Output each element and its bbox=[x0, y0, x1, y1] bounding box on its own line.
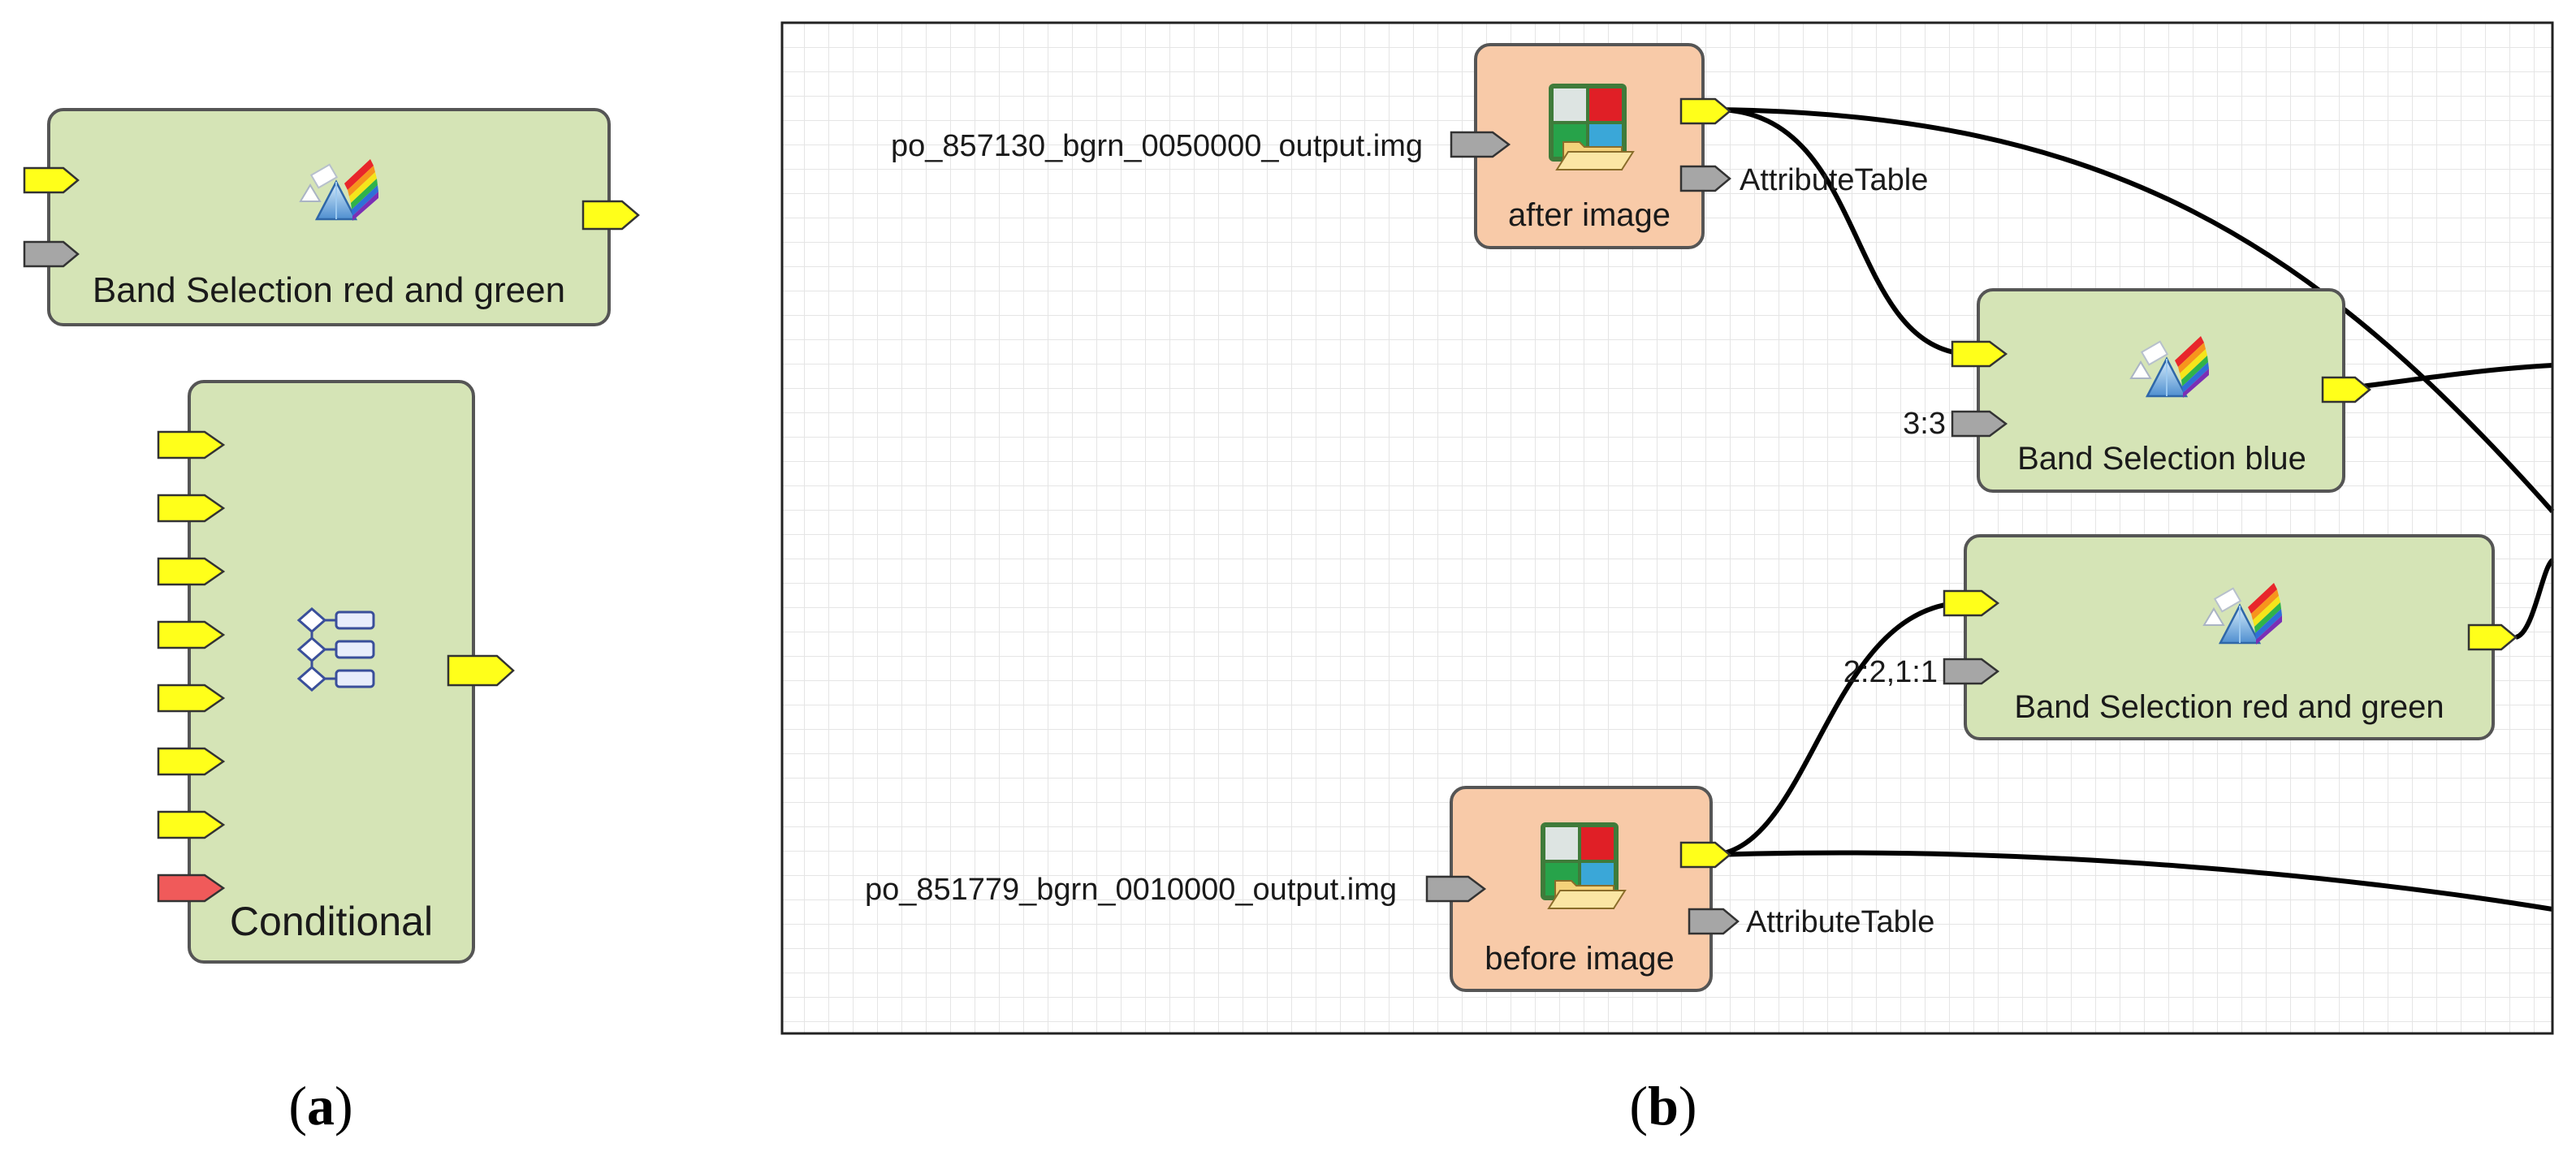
raster-folder-icon bbox=[1540, 822, 1626, 909]
output-port-yellow[interactable] bbox=[2321, 376, 2371, 403]
before-image-input-file: po_851779_bgrn_0010000_output.img bbox=[865, 873, 1397, 907]
panel-b: after image po_857130_bgrn_0050000_outpu… bbox=[780, 21, 2555, 1035]
raster-folder-icon bbox=[1548, 83, 1634, 170]
connector-before-offcanvas bbox=[1714, 850, 2553, 912]
band-selection-rg-label: Band Selection red and green bbox=[2014, 689, 2444, 725]
connector-rg-offcanvas bbox=[2514, 558, 2555, 640]
before-image-node[interactable]: before image po_851779_bgrn_0010000_outp… bbox=[865, 786, 1934, 992]
panel-a-band-selection-label: Band Selection red and green bbox=[93, 270, 565, 310]
band-selection-blue-param: 3:3 bbox=[1903, 407, 1946, 441]
band-selection-rg-node[interactable]: Band Selection red and green 2:2,1:1 bbox=[1843, 534, 2518, 740]
output-port-yellow[interactable] bbox=[447, 654, 515, 687]
panel-a: Band Selection red and green Conditional bbox=[23, 108, 640, 964]
after-image-node[interactable]: after image po_857130_bgrn_0050000_outpu… bbox=[891, 43, 1928, 249]
input-port-red[interactable] bbox=[157, 874, 226, 903]
input-port-gray[interactable] bbox=[1450, 131, 1511, 158]
before-image-label: before image bbox=[1485, 941, 1674, 977]
decision-flow-icon bbox=[297, 607, 375, 692]
input-port-gray[interactable] bbox=[1425, 875, 1487, 903]
panel-a-conditional-label: Conditional bbox=[230, 899, 433, 944]
before-image-attribute-label: AttributeTable bbox=[1746, 905, 1934, 939]
input-port-yellow[interactable] bbox=[1943, 589, 2000, 617]
input-port-gray[interactable] bbox=[1943, 658, 2000, 685]
input-port-yellow[interactable] bbox=[157, 620, 226, 649]
output-port-yellow[interactable] bbox=[581, 200, 640, 231]
caption-b: (b) bbox=[1629, 1075, 1696, 1137]
connector-before-to-rg bbox=[1714, 601, 1956, 857]
output-port-yellow[interactable] bbox=[1679, 97, 1731, 125]
panel-a-conditional-node[interactable]: Conditional bbox=[157, 380, 515, 964]
canvas-border bbox=[780, 21, 2554, 1035]
panel-a-band-selection-node[interactable]: Band Selection red and green bbox=[23, 108, 640, 326]
input-port-yellow[interactable] bbox=[157, 747, 226, 776]
after-image-input-file: po_857130_bgrn_0050000_output.img bbox=[891, 129, 1423, 163]
input-port-yellow[interactable] bbox=[1951, 340, 2008, 368]
band-selection-blue-label: Band Selection blue bbox=[2017, 441, 2306, 477]
caption-b-letter: b bbox=[1648, 1075, 1679, 1137]
output-port-yellow[interactable] bbox=[2467, 623, 2518, 651]
input-port-yellow[interactable] bbox=[157, 557, 226, 586]
after-image-label: after image bbox=[1508, 197, 1671, 233]
caption-a: (a) bbox=[288, 1075, 352, 1137]
attribute-port-gray[interactable] bbox=[1688, 908, 1740, 935]
input-port-yellow[interactable] bbox=[157, 430, 226, 459]
connector-after-offcanvas bbox=[1714, 107, 2555, 513]
connector-after-to-blue bbox=[1714, 107, 1964, 356]
band-selection-rg-param: 2:2,1:1 bbox=[1843, 655, 1938, 689]
input-port-yellow[interactable] bbox=[23, 166, 80, 194]
input-port-yellow[interactable] bbox=[157, 684, 226, 713]
attribute-port-gray[interactable] bbox=[1679, 165, 1731, 192]
band-selection-blue-node[interactable]: Band Selection blue 3:3 bbox=[1903, 288, 2371, 493]
input-port-gray[interactable] bbox=[1951, 410, 2008, 438]
input-port-yellow[interactable] bbox=[157, 494, 226, 523]
after-image-attribute-label: AttributeTable bbox=[1740, 163, 1928, 197]
input-port-gray[interactable] bbox=[23, 240, 80, 268]
output-port-yellow[interactable] bbox=[1679, 841, 1731, 869]
input-port-yellow[interactable] bbox=[157, 810, 226, 839]
caption-a-letter: a bbox=[307, 1075, 335, 1137]
